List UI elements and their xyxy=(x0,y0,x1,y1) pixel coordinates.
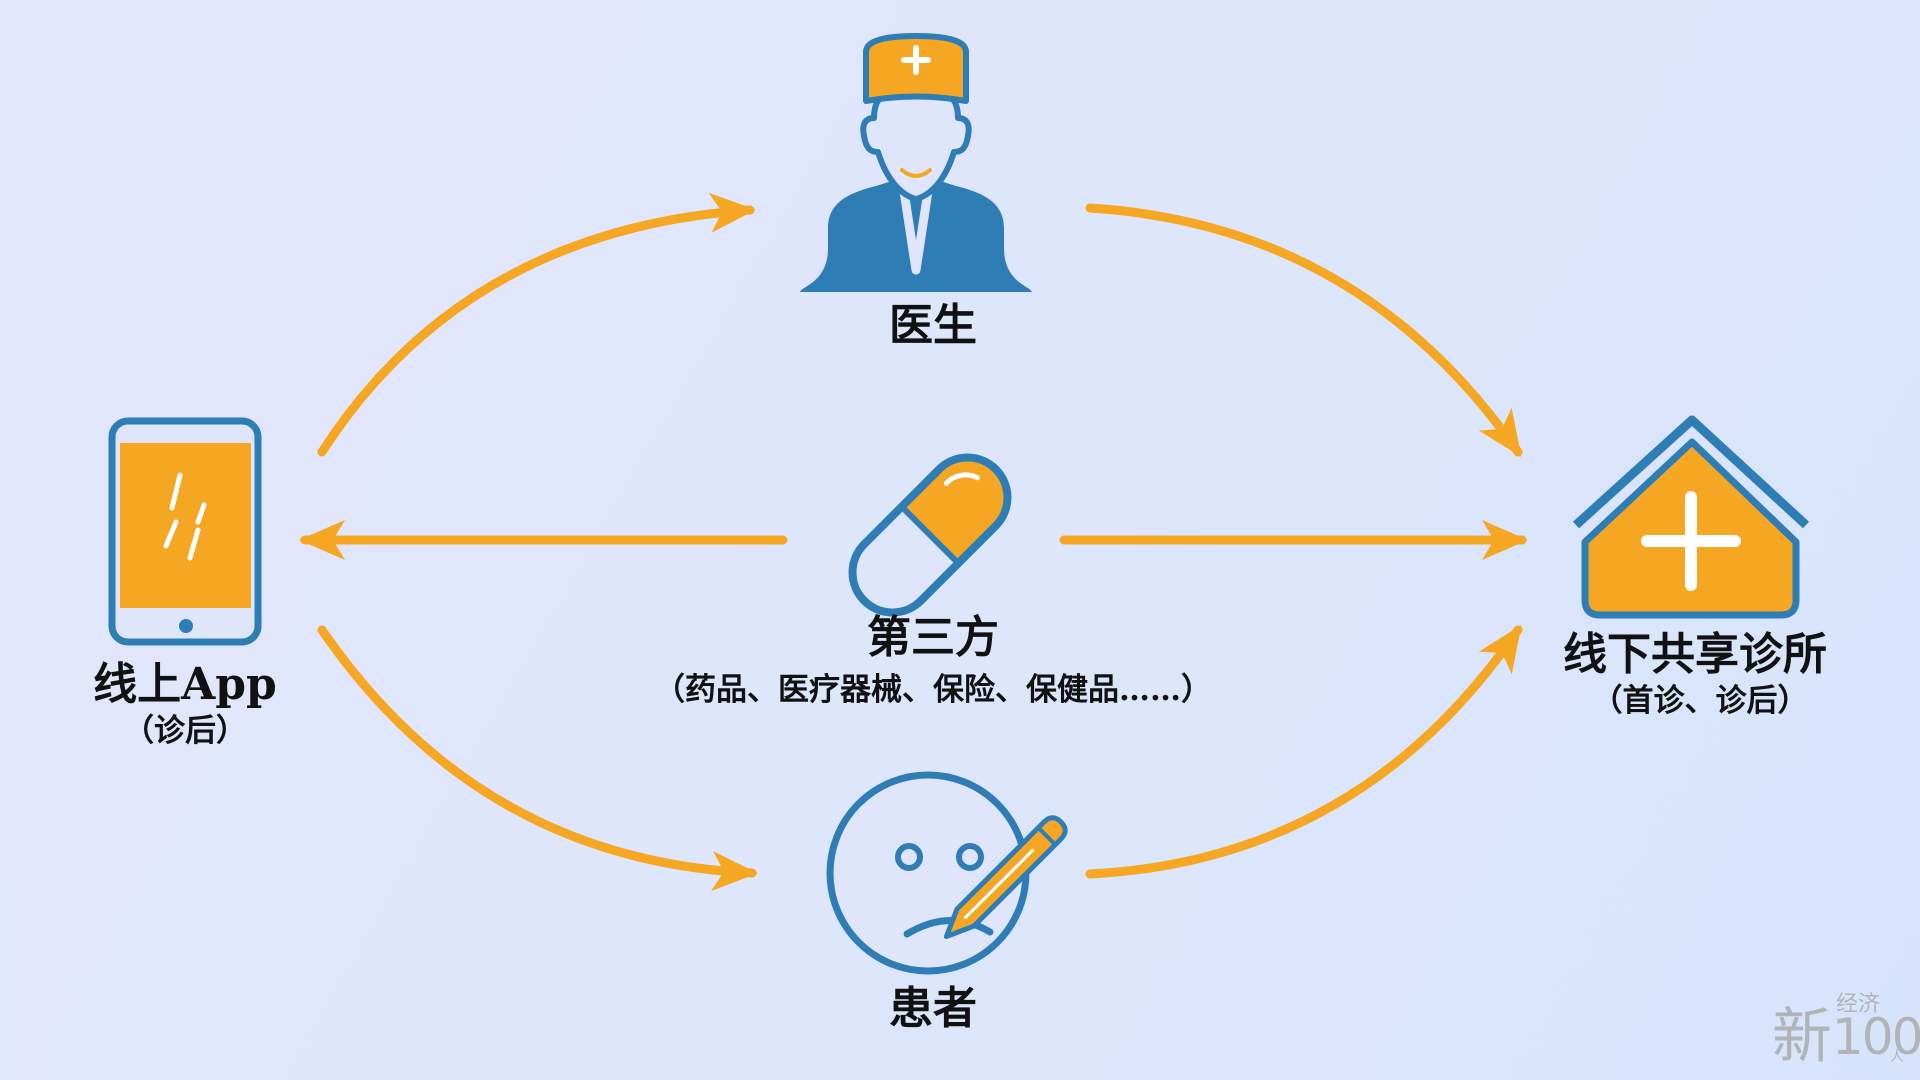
phone-icon xyxy=(108,417,262,646)
watermark-top: 经济 xyxy=(1836,992,1881,1017)
arrow-app-to-doctor xyxy=(317,192,756,457)
watermark-logo: 新 经济 100 人 xyxy=(1772,986,1920,1072)
arrow-app-to-patient xyxy=(317,625,758,892)
watermark-number: 100 xyxy=(1832,1008,1920,1066)
doctor-label: 医生 xyxy=(889,300,977,351)
clinic-label: 线下共享诊所 xyxy=(1563,629,1827,680)
pill-icon xyxy=(848,453,1012,617)
clinic-icon xyxy=(1572,415,1810,619)
arrow-doctor-to-clinic xyxy=(1085,203,1523,457)
doctor-icon xyxy=(800,33,1032,292)
clinic-sublabel: （首诊、诊后） xyxy=(1591,683,1809,719)
online-app-label: 线上App xyxy=(93,659,277,710)
arrow-patient-to-clinic xyxy=(1085,625,1523,879)
patient-label: 患者 xyxy=(889,983,977,1034)
patient-icon xyxy=(826,771,1068,975)
watermark-main: 新 xyxy=(1772,1002,1832,1072)
watermark-small: 人 xyxy=(1890,1049,1904,1065)
third-party-label: 第三方 xyxy=(867,612,999,663)
third-party-sublabel: （药品、医疗器械、保险、保健品……） xyxy=(654,672,1212,708)
online-app-sublabel: （诊后） xyxy=(123,713,247,749)
